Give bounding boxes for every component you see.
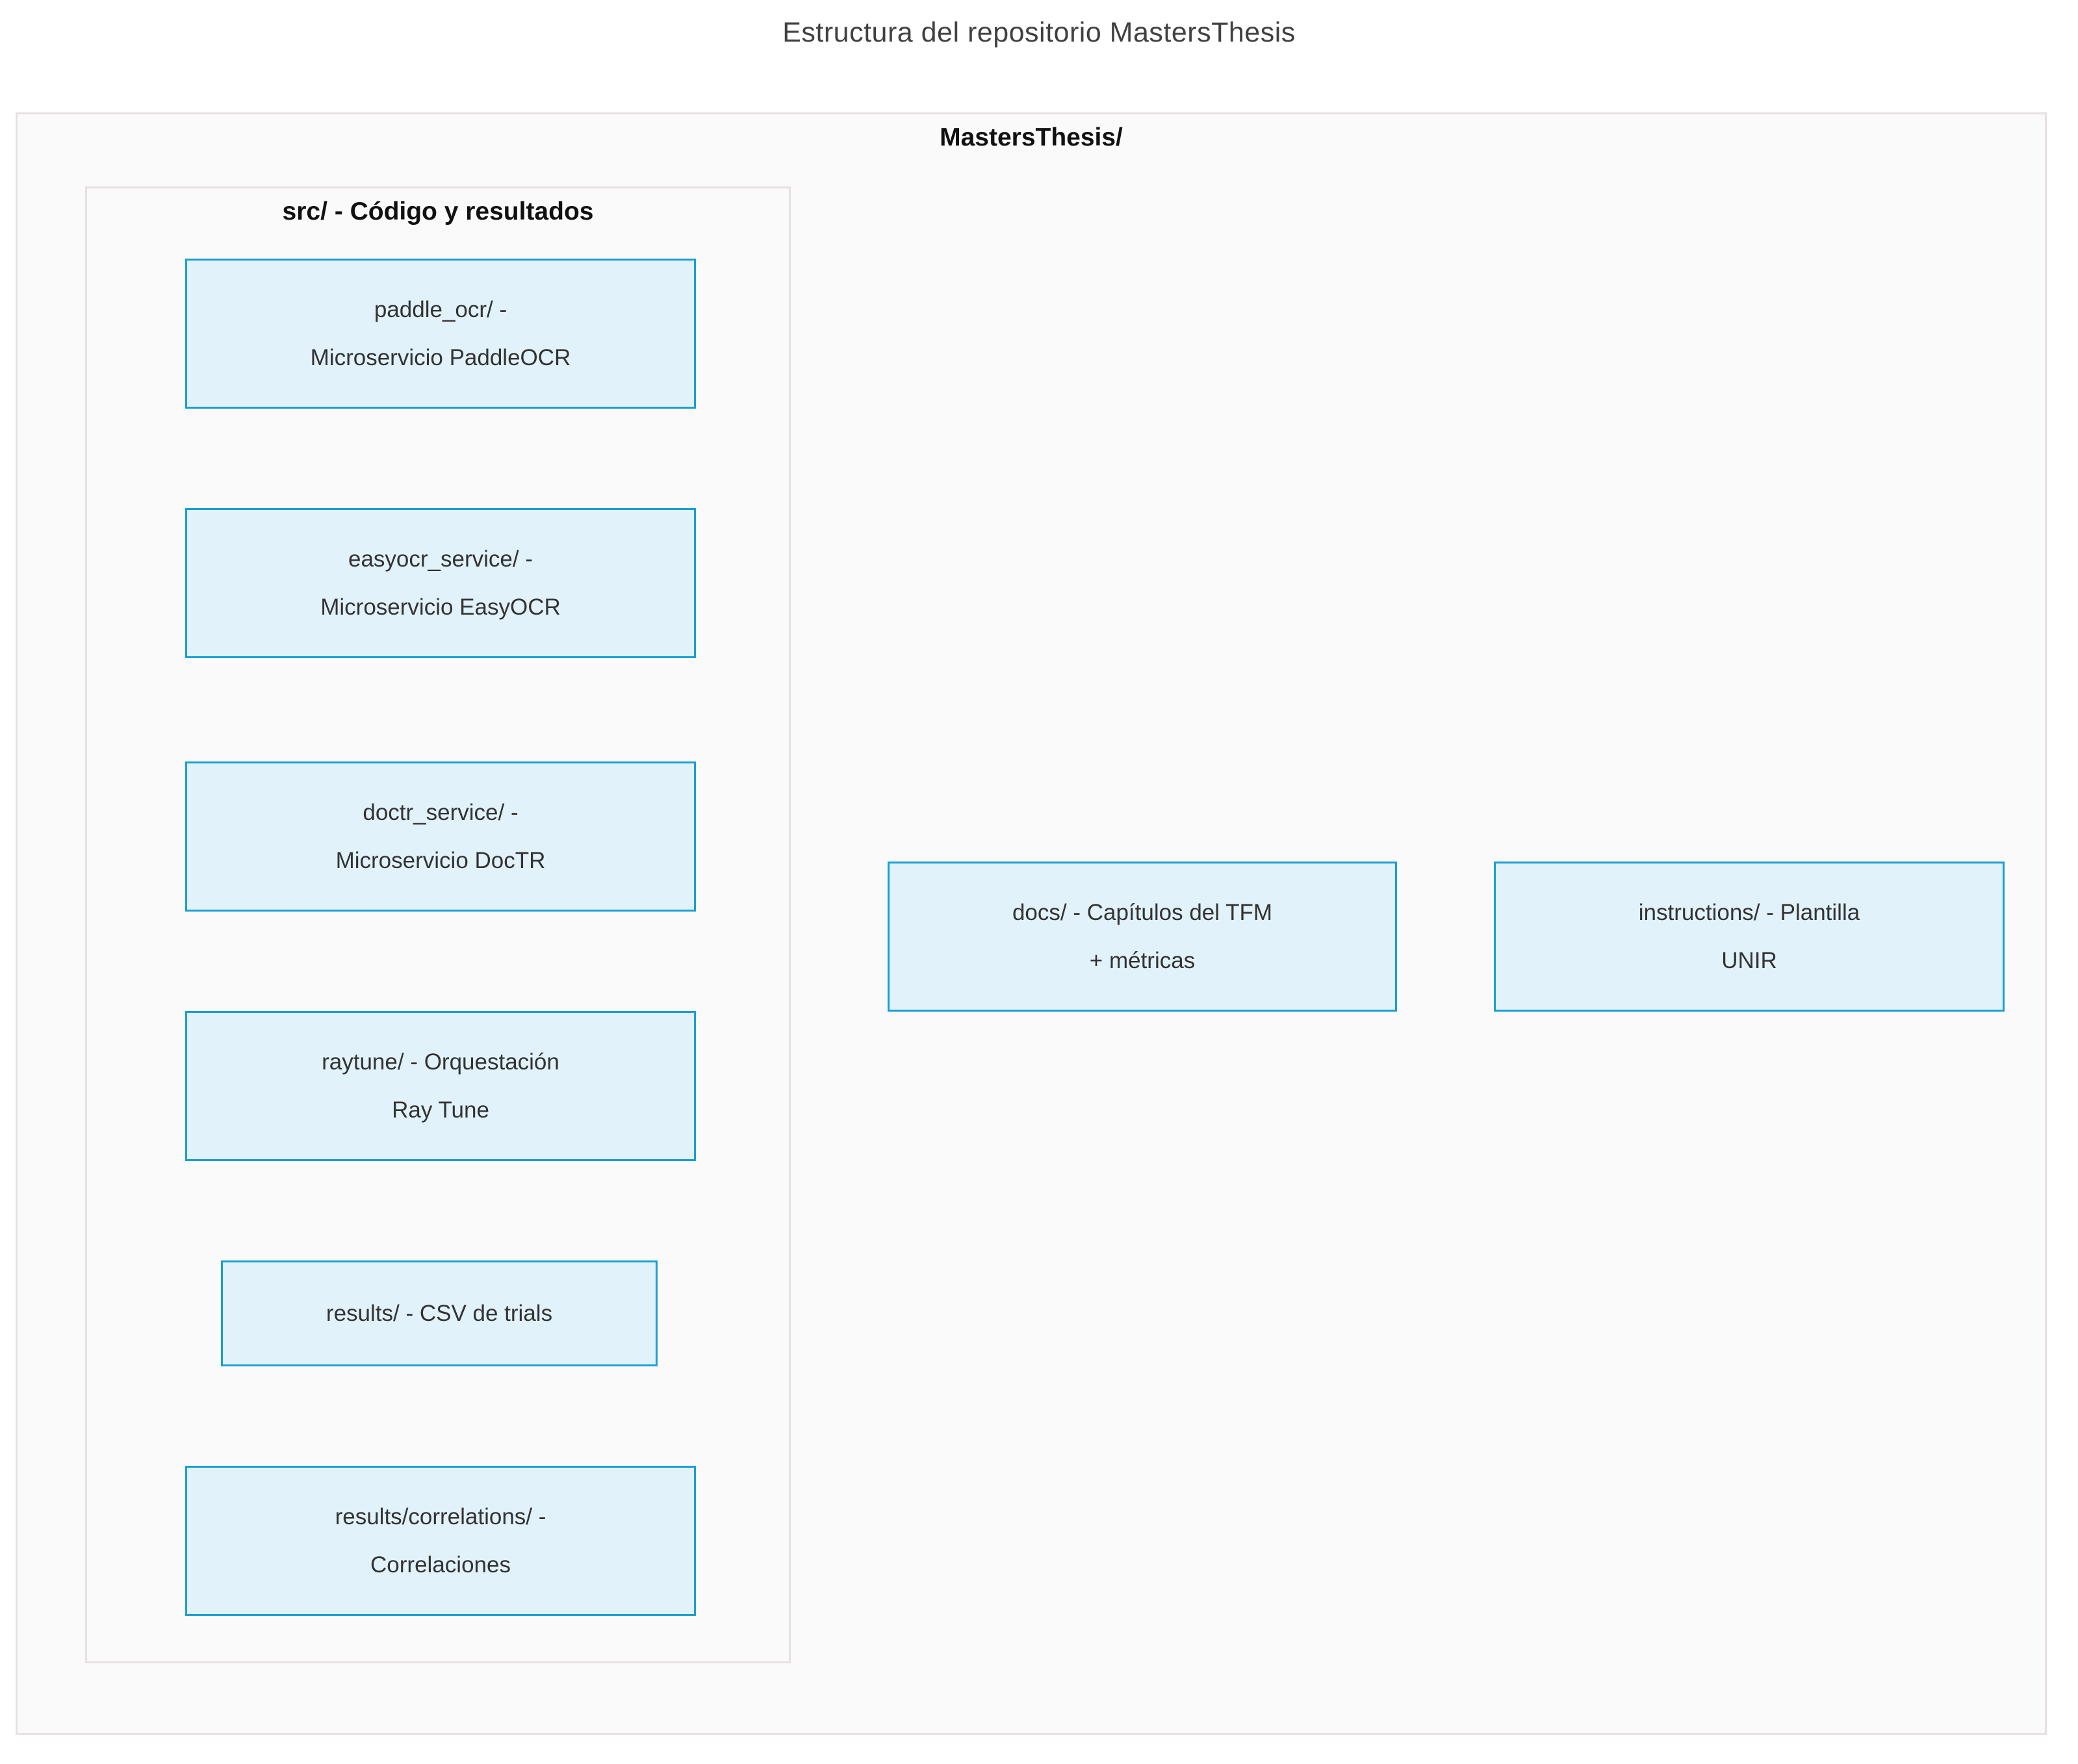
node-docs-line1: docs/ - Capítulos del TFM [1012,899,1273,925]
subgraph-src-label: src/ - Código y resultados [282,198,594,225]
node-instructions-line1: instructions/ - Plantilla [1638,899,1860,925]
node-doctr-service-line2: Microservicio DocTR [335,847,546,873]
node-results-line1: results/ - CSV de trials [326,1300,553,1326]
node-docs: docs/ - Capítulos del TFM + métricas [888,862,1397,1012]
diagram-title: Estructura del repositorio MastersThesis [782,17,1296,48]
node-paddle-ocr-line1: paddle_ocr/ - [374,296,507,322]
root-container-label: MastersThesis/ [940,123,1123,151]
node-docs-line2: + métricas [1089,947,1196,973]
node-doctr-service-line1: doctr_service/ - [363,799,519,825]
node-instructions-line2: UNIR [1721,947,1777,973]
node-easyocr-service-line2: Microservicio EasyOCR [320,594,561,620]
node-instructions: instructions/ - Plantilla UNIR [1494,862,2005,1012]
node-paddle-ocr: paddle_ocr/ - Microservicio PaddleOCR [185,259,696,409]
node-raytune-line2: Ray Tune [392,1097,489,1123]
node-easyocr-service-line1: easyocr_service/ - [348,546,533,572]
node-raytune-line1: raytune/ - Orquestación [322,1049,559,1075]
subgraph-src: src/ - Código y resultados paddle_ocr/ -… [85,186,791,1663]
node-results-correlations: results/correlations/ - Correlaciones [185,1466,696,1616]
node-results-correlations-line2: Correlaciones [370,1552,511,1578]
node-results-correlations-line1: results/correlations/ - [335,1503,546,1529]
root-container-mastersthesis: MastersThesis/ src/ - Código y resultado… [16,112,2047,1735]
node-results: results/ - CSV de trials [221,1260,658,1366]
node-paddle-ocr-line2: Microservicio PaddleOCR [310,344,571,370]
node-easyocr-service: easyocr_service/ - Microservicio EasyOCR [185,508,696,658]
node-raytune: raytune/ - Orquestación Ray Tune [185,1011,696,1161]
node-doctr-service: doctr_service/ - Microservicio DocTR [185,761,696,912]
